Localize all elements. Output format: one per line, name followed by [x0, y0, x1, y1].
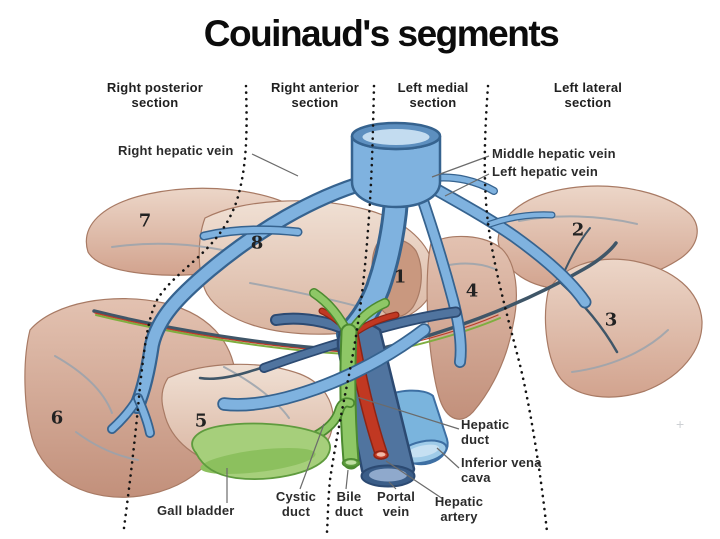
label-cystic-duct: Cystic duct: [275, 489, 317, 519]
divider-right-posterior-anterior: [122, 84, 248, 530]
label-gall-bladder: Gall bladder: [157, 503, 235, 518]
leader-right-hepatic-vein: [251, 153, 299, 177]
segment-number-1: 1: [393, 266, 407, 288]
leader-inferior-vena-cava: [436, 447, 460, 469]
leader-middle-hepatic-vein: [431, 155, 490, 178]
left-hepatic-vein: [425, 181, 590, 307]
segment-number-6: 6: [50, 407, 64, 429]
label-middle-hepatic-vein: Middle hepatic vein: [492, 146, 616, 161]
leader-cystic-duct: [299, 423, 325, 490]
porta-hepatis: [259, 288, 462, 488]
segment-number-2: 2: [571, 219, 585, 241]
segment-number-5: 5: [194, 410, 208, 432]
divider-right-anterior-left-medial: [325, 84, 376, 534]
watermark-cross: +: [676, 416, 685, 432]
label-inferior-vena-cava: Inferior vena cava: [461, 455, 542, 485]
label-portal-vein: Portal vein: [376, 489, 416, 519]
segment-number-7: 7: [138, 210, 152, 232]
cystic-duct-tube: [311, 399, 354, 440]
section-divider-lines: [122, 84, 549, 534]
segment-number-3: 3: [604, 309, 618, 331]
hepatic-vein-crossing-branch: [217, 323, 431, 412]
right-hepatic-vein: [131, 176, 372, 412]
section-header-right-anterior: Right anterior section: [270, 80, 360, 111]
leader-hepatic-duct: [356, 396, 460, 430]
label-left-hepatic-vein: Left hepatic vein: [492, 164, 598, 179]
section-header-right-posterior: Right posterior section: [106, 80, 204, 111]
label-right-hepatic-vein: Right hepatic vein: [118, 143, 234, 158]
label-hepatic-duct: Hepatic duct: [461, 417, 510, 447]
leader-lines: [226, 153, 490, 503]
leader-hepatic-artery: [385, 460, 444, 500]
leader-bile-duct: [345, 469, 349, 490]
page-title: Couinaud's segments: [203, 13, 560, 54]
gall-bladder-shape: [191, 397, 355, 480]
section-header-left-medial: Left medial section: [397, 80, 469, 111]
label-hepatic-artery: Hepatic artery: [434, 494, 484, 524]
leader-portal-vein: [388, 481, 397, 490]
ivc-opening-lumen: [362, 129, 430, 145]
bile-duct-tube: [341, 325, 358, 468]
segment-number-4: 4: [465, 280, 479, 302]
label-bile-duct: Bile duct: [334, 489, 364, 519]
leader-left-hepatic-vein: [444, 173, 490, 197]
section-header-left-lateral: Left lateral section: [553, 80, 623, 111]
middle-hepatic-vein: [415, 187, 465, 367]
segment-number-8: 8: [250, 232, 264, 254]
